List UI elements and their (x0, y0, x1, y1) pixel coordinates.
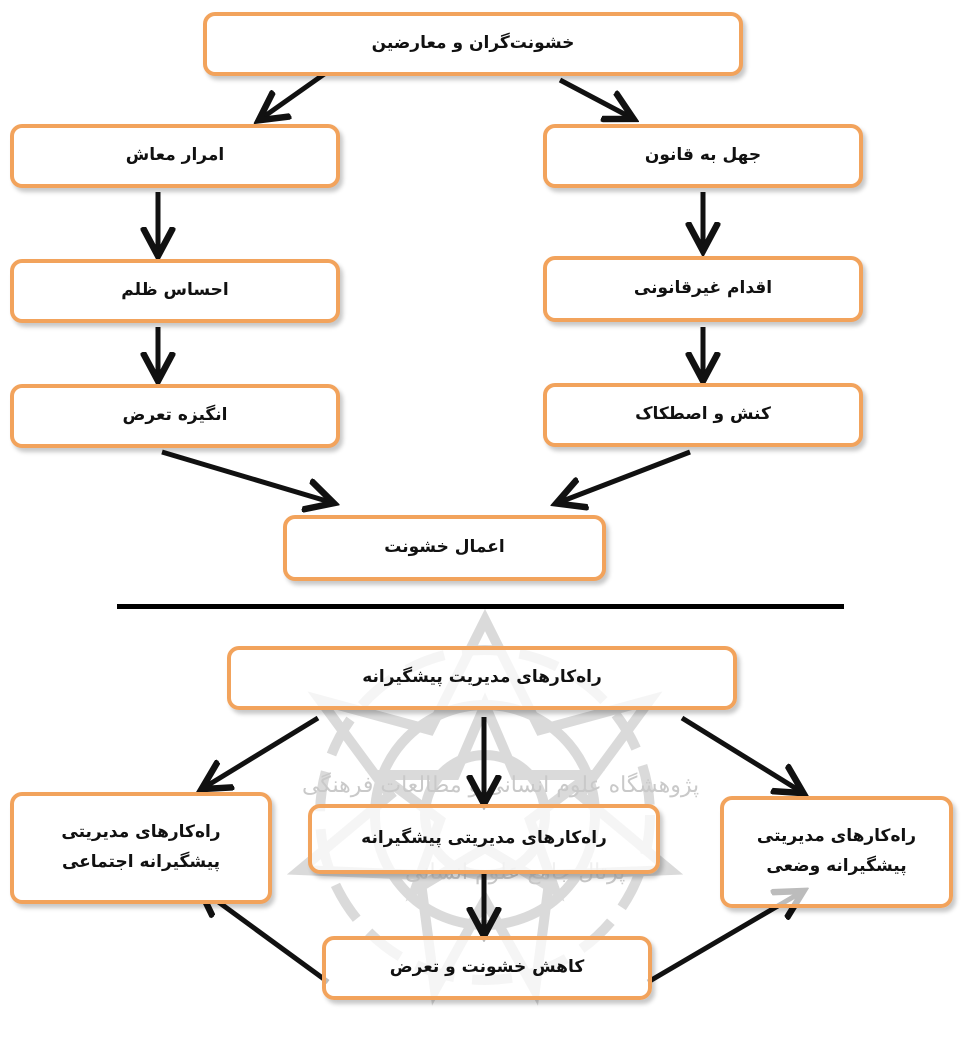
node-ignorance-of-law: جهل به قانون (543, 124, 863, 188)
arrow-outcome-to-left (202, 890, 330, 985)
node-label: راه‌کارهای مدیریتی پیشگیرانه اجتماعی (61, 822, 221, 872)
node-label: انگیزه تعرض (122, 405, 228, 426)
node-motive-for-aggression: انگیزه تعرض (10, 384, 340, 448)
node-label: احساس ظلم (121, 280, 229, 301)
arrow-root2-to-right (680, 715, 800, 791)
node-label: راه‌کارهای مدیریتی پیشگیرانه وضعی (756, 826, 917, 876)
arrow-root-to-right (558, 77, 630, 117)
arrow-root-to-left (262, 67, 332, 118)
node-label: کنش و اصطکاک (635, 404, 771, 425)
node-label: راه‌کارهای مدیریتی پیشگیرانه (361, 828, 607, 849)
node-label: امرار معاش (125, 145, 225, 166)
node-preventive-management-strategies: راه‌کارهای مدیریت پیشگیرانه (227, 646, 737, 710)
node-label: اقدام غیرقانونی (633, 278, 773, 299)
node-reduction-of-violence: کاهش خشونت و تعرض (322, 936, 652, 1000)
node-violent-actors-and-opponents: خشونت‌گران و معارضین (203, 12, 743, 76)
node-preventive-strategies: راه‌کارهای مدیریتی پیشگیرانه (308, 804, 660, 874)
arrow-right-to-outcome (560, 449, 691, 502)
node-label: جهل به قانون (644, 145, 762, 166)
node-label: اعمال خشونت (384, 537, 505, 558)
node-illegal-action: اقدام غیرقانونی (543, 256, 863, 322)
node-livelihood: امرار معاش (10, 124, 340, 188)
node-label: کاهش خشونت و تعرض (389, 957, 585, 978)
node-social-preventive-strategies: راه‌کارهای مدیریتی پیشگیرانه اجتماعی (10, 792, 272, 904)
arrow-root2-to-left (205, 715, 320, 787)
node-friction-and-conflict: کنش و اصطکاک (543, 383, 863, 447)
section-divider (117, 604, 844, 609)
node-exercise-of-violence: اعمال خشونت (283, 515, 606, 581)
node-label: راه‌کارهای مدیریت پیشگیرانه (362, 667, 602, 688)
node-sense-of-injustice: احساس ظلم (10, 259, 340, 323)
arrow-left-to-outcome (161, 449, 330, 502)
node-label: خشونت‌گران و معارضین (371, 33, 575, 54)
node-situational-preventive-strategies: راه‌کارهای مدیریتی پیشگیرانه وضعی (720, 796, 953, 908)
